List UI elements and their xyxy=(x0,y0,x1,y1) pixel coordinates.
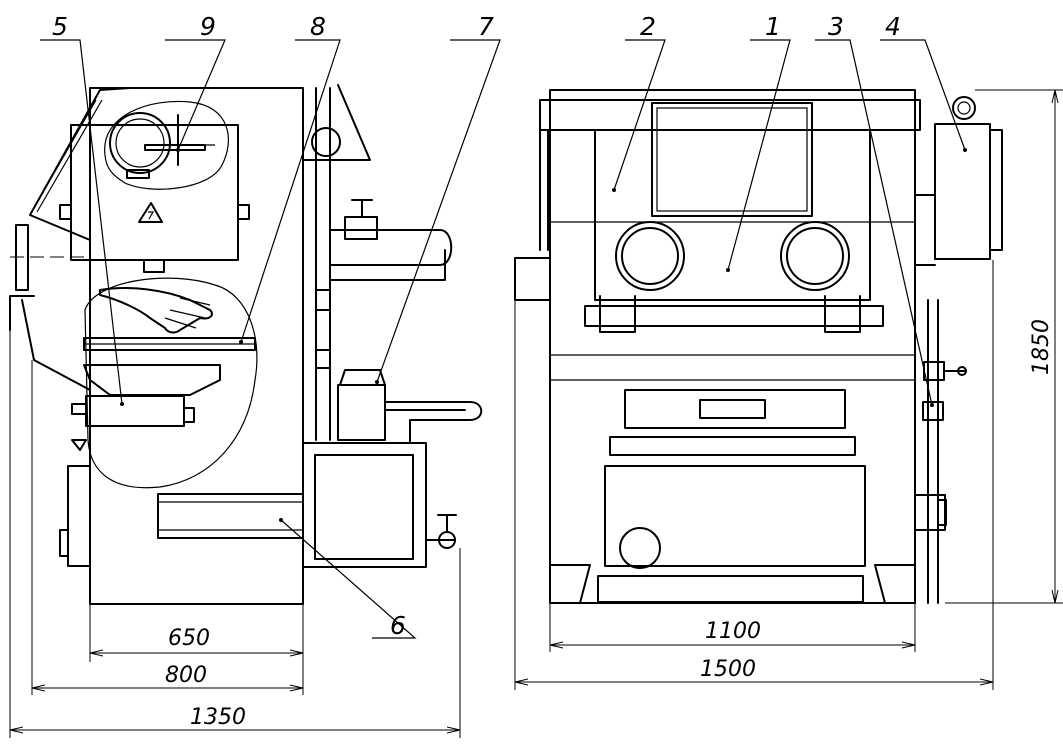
side-cabinet-body xyxy=(89,87,304,605)
lower-access-panel xyxy=(604,465,866,567)
dim-1500: 1500 xyxy=(700,657,756,682)
box-5 xyxy=(85,395,185,427)
glove-icon xyxy=(99,287,213,334)
side-filter-box xyxy=(302,442,427,568)
callout-3: 3 xyxy=(828,12,844,41)
front-pipe-3 xyxy=(927,299,939,604)
callout-4: 4 xyxy=(885,12,901,41)
front-view xyxy=(514,89,1003,604)
leader-lines xyxy=(40,39,967,639)
hopper xyxy=(83,364,221,396)
side-riser-pipe xyxy=(315,87,331,441)
detail-outline-8 xyxy=(84,277,258,489)
valve-7-body xyxy=(337,384,386,441)
glove-port-right xyxy=(780,221,850,291)
dim-650: 650 xyxy=(168,626,210,651)
callout-5: 5 xyxy=(52,12,68,41)
callout-6: 6 xyxy=(390,611,406,640)
callout-9: 9 xyxy=(200,12,216,41)
reel-circle xyxy=(109,112,171,174)
front-rail xyxy=(584,305,884,327)
callout-7: 7 xyxy=(478,12,494,41)
rack-6 xyxy=(157,493,304,539)
high-voltage-icon xyxy=(138,202,163,223)
dimension-lines xyxy=(9,89,1063,738)
base-plinth xyxy=(597,575,864,603)
dim-1850: 1850 xyxy=(1029,319,1054,375)
dim-800: 800 xyxy=(165,663,207,688)
side-view xyxy=(9,84,483,605)
callout-2: 2 xyxy=(640,12,656,41)
drawer xyxy=(624,389,846,429)
dim-1100: 1100 xyxy=(705,619,761,644)
grate-shelf xyxy=(83,337,256,351)
side-hood xyxy=(21,299,91,391)
callout-1: 1 xyxy=(765,12,781,41)
front-panel xyxy=(594,129,871,301)
dim-1350: 1350 xyxy=(190,705,246,730)
glove-port-left xyxy=(615,221,685,291)
viewing-window xyxy=(651,102,813,217)
side-sloped-top xyxy=(29,87,131,301)
callout-8: 8 xyxy=(310,12,326,41)
detail-outline-9 xyxy=(104,100,229,190)
